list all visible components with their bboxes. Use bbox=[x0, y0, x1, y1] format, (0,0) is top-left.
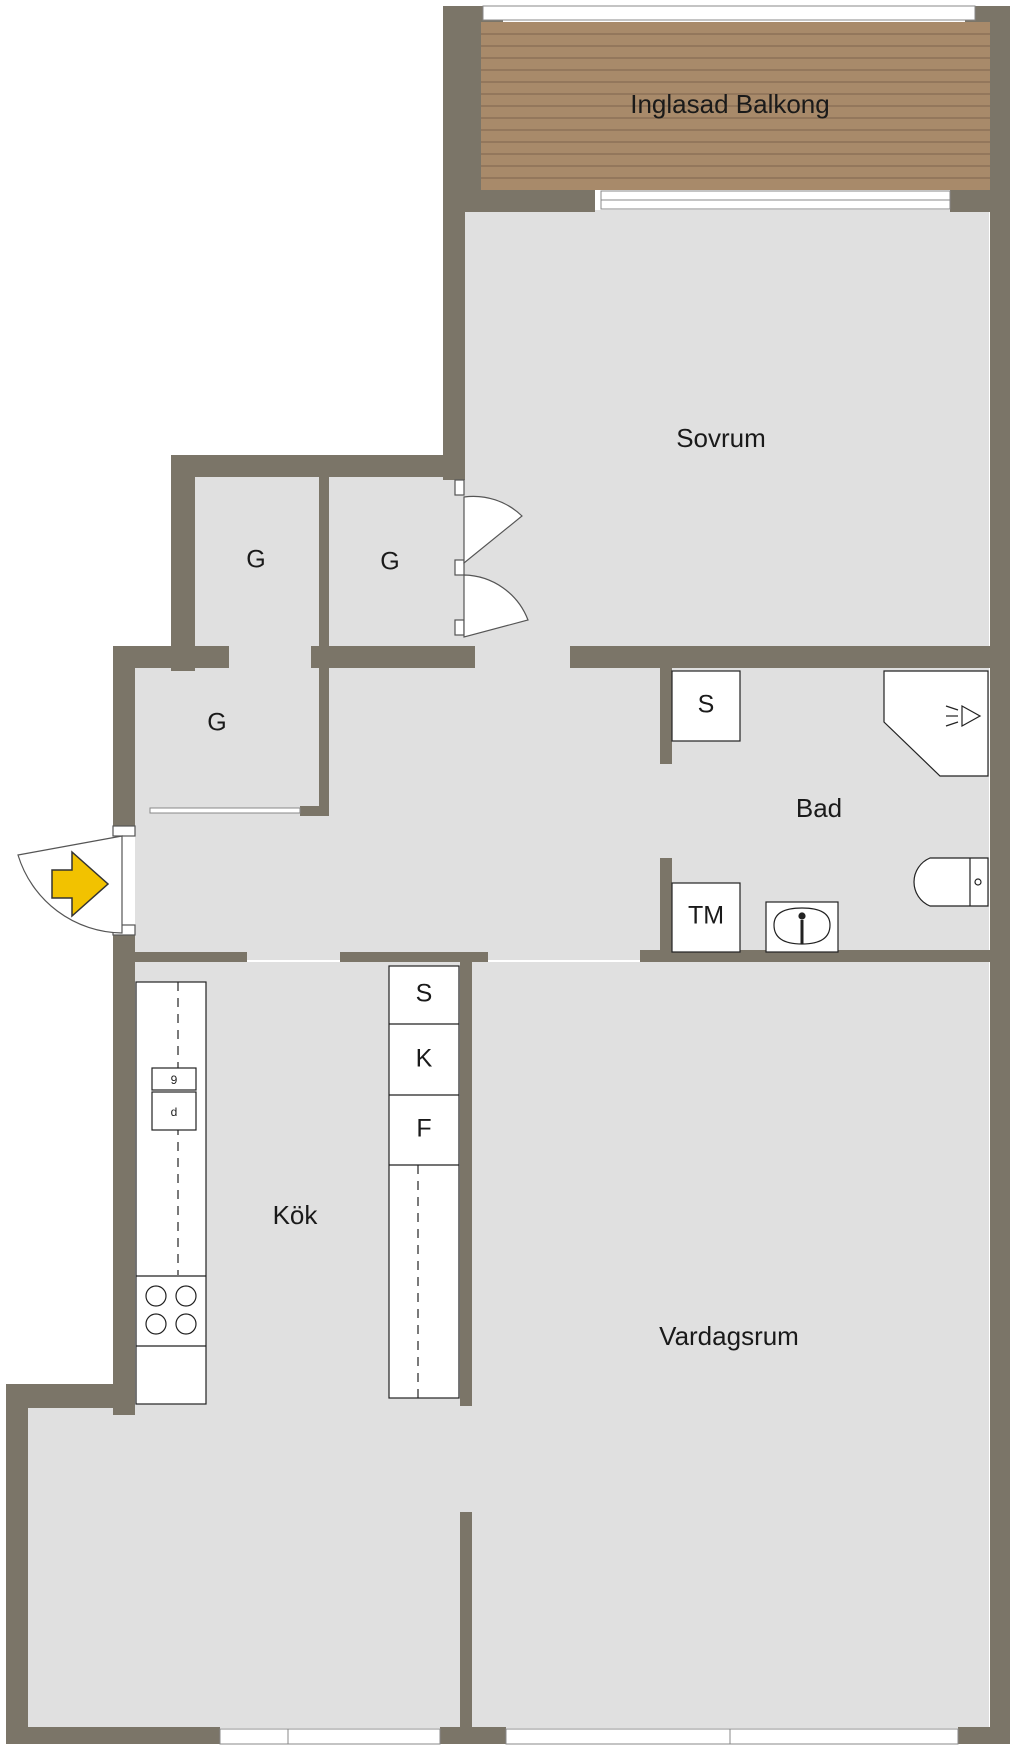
wall bbox=[171, 455, 195, 671]
wall bbox=[113, 930, 135, 1415]
wall bbox=[460, 962, 472, 1406]
shower-icon bbox=[883, 670, 989, 777]
wall bbox=[443, 190, 465, 480]
washing-machine bbox=[671, 882, 741, 953]
wall bbox=[460, 1512, 472, 1727]
wall bbox=[443, 6, 481, 211]
toilet-icon bbox=[974, 878, 982, 886]
wall bbox=[440, 1727, 506, 1744]
living-room-label: Vardagsrum bbox=[659, 1321, 799, 1351]
stove-icon bbox=[145, 1313, 167, 1335]
balcony-area bbox=[478, 22, 990, 190]
bath-cabinet-label: S bbox=[698, 691, 715, 719]
walls bbox=[6, 6, 1010, 1744]
sink-icon bbox=[151, 1067, 197, 1091]
closet-door-arc bbox=[463, 495, 523, 565]
wall bbox=[311, 646, 475, 668]
sink-icon bbox=[151, 1091, 197, 1131]
bathroom-fixtures bbox=[671, 670, 989, 953]
wall bbox=[660, 668, 672, 764]
kitchen-counter bbox=[135, 981, 207, 1405]
door-frame bbox=[454, 479, 465, 496]
lower-floor bbox=[28, 1408, 472, 1728]
floor-areas bbox=[28, 210, 989, 1728]
wall bbox=[319, 477, 329, 669]
window bbox=[505, 1728, 959, 1745]
living-room-floor bbox=[470, 962, 989, 1728]
closet-label-2: G bbox=[380, 548, 399, 576]
closet-door-arc bbox=[463, 574, 529, 638]
bedroom-label: Sovrum bbox=[676, 423, 766, 453]
entrance-arrow-icon bbox=[51, 850, 110, 918]
sink-icon: d bbox=[171, 1105, 178, 1119]
wall bbox=[570, 646, 990, 668]
deck-planks bbox=[478, 33, 990, 179]
washing-machine-label: TM bbox=[688, 902, 724, 930]
shower-icon bbox=[945, 721, 959, 727]
wall bbox=[171, 455, 465, 477]
sink-icon: 9 bbox=[171, 1073, 178, 1087]
windows bbox=[149, 5, 976, 1745]
closet-floor-2 bbox=[327, 475, 463, 660]
window-sliding-door bbox=[149, 807, 301, 814]
cabinet-label: S bbox=[416, 980, 433, 1008]
fridge-label: K bbox=[416, 1045, 433, 1073]
wall bbox=[340, 952, 488, 962]
wall bbox=[6, 1384, 28, 1744]
toilet-icon bbox=[913, 857, 989, 907]
bedroom-floor bbox=[463, 210, 989, 660]
window bbox=[219, 1728, 441, 1745]
tall-units bbox=[388, 965, 460, 1399]
wall bbox=[950, 190, 1010, 212]
wall bbox=[193, 646, 229, 668]
stove-icon bbox=[175, 1285, 197, 1307]
wall bbox=[958, 1727, 1010, 1744]
closet-label-1: G bbox=[246, 546, 265, 574]
kitchen-fixtures: 9 d bbox=[135, 965, 460, 1405]
door-frame bbox=[454, 559, 465, 576]
wall bbox=[990, 6, 1010, 1744]
stove-icon bbox=[175, 1313, 197, 1335]
closet-label-3: G bbox=[207, 709, 226, 737]
wall bbox=[660, 858, 672, 954]
balcony-label: Inglasad Balkong bbox=[630, 89, 829, 119]
bathroom-label: Bad bbox=[796, 793, 842, 823]
shower-icon bbox=[961, 704, 982, 728]
bath-cabinet bbox=[671, 670, 741, 742]
door-frame bbox=[112, 825, 136, 837]
wall bbox=[113, 952, 247, 962]
wall bbox=[6, 1727, 220, 1744]
door-frame bbox=[454, 619, 465, 636]
wall bbox=[300, 806, 329, 816]
kitchen-label: Kök bbox=[273, 1200, 319, 1230]
freezer-label: F bbox=[416, 1115, 431, 1143]
stove-icon bbox=[145, 1285, 167, 1307]
washbasin-icon bbox=[798, 912, 806, 920]
washbasin-icon bbox=[773, 907, 831, 945]
window bbox=[482, 5, 976, 21]
wall bbox=[640, 950, 990, 962]
wall bbox=[319, 646, 329, 816]
wall bbox=[443, 190, 595, 212]
shower-icon bbox=[945, 705, 959, 711]
closet-floor-1 bbox=[193, 475, 319, 660]
wall bbox=[113, 646, 135, 828]
